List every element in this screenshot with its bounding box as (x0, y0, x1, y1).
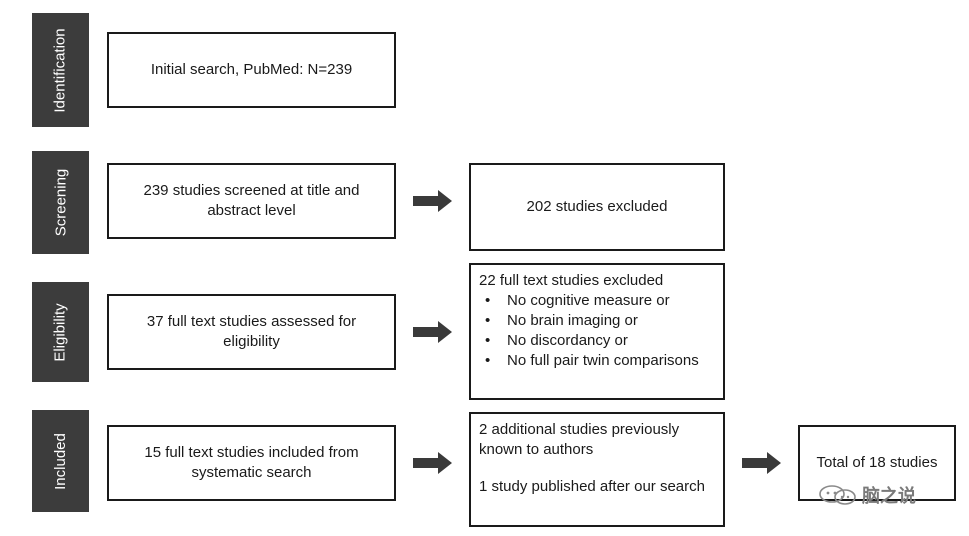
exclusion-reason: No cognitive measure or (479, 291, 715, 311)
exclusion-reason: No discordancy or (479, 331, 715, 351)
screened-text: 239 studies screened at title and abstra… (143, 182, 360, 219)
chat-bubble-icon (819, 485, 856, 505)
arrow-right-icon (413, 321, 452, 343)
exclusion-reasons-list: No cognitive measure or No brain imaging… (479, 291, 715, 371)
additional-studies-box: 2 additional studies previously known to… (469, 412, 725, 527)
assessed-text: 37 full text studies assessed for eligib… (146, 313, 357, 350)
screened-box: 239 studies screened at title and abstra… (107, 163, 396, 239)
assessed-box: 37 full text studies assessed for eligib… (107, 294, 396, 370)
stage-eligibility: Eligibility (32, 282, 89, 382)
stage-screening: Screening (32, 151, 89, 254)
exclusion-reason: No full pair twin comparisons (479, 351, 715, 371)
total-text: Total of 18 studies (816, 454, 938, 471)
stage-included: Included (32, 410, 89, 512)
excluded-screening-box: 202 studies excluded (469, 163, 725, 251)
additional-studies-line2: 1 study published after our search (479, 478, 705, 495)
arrow-right-icon (413, 452, 452, 474)
watermark-text: 脑之说 (862, 486, 916, 507)
excluded-fulltext-box: 22 full text studies excluded No cogniti… (469, 263, 725, 400)
stage-identification-label: Identification (52, 27, 70, 113)
additional-studies-line1: 2 additional studies previously known to… (479, 421, 680, 458)
excluded-fulltext-heading: 22 full text studies excluded (479, 272, 664, 289)
initial-search-text: Initial search, PubMed: N=239 (150, 61, 353, 78)
excluded-screening-text: 202 studies excluded (526, 198, 668, 215)
stage-included-label: Included (52, 432, 69, 490)
stage-identification: Identification (32, 13, 89, 127)
watermark: 脑之说 (818, 482, 916, 508)
exclusion-reason: No brain imaging or (479, 311, 715, 331)
included-search-text: 15 full text studies included from syste… (144, 444, 359, 481)
stage-eligibility-label: Eligibility (52, 302, 70, 362)
stage-screening-label: Screening (52, 168, 70, 237)
initial-search-box: Initial search, PubMed: N=239 (107, 32, 396, 108)
included-search-box: 15 full text studies included from syste… (107, 425, 396, 501)
arrow-right-icon (742, 452, 781, 474)
arrow-right-icon (413, 190, 452, 212)
